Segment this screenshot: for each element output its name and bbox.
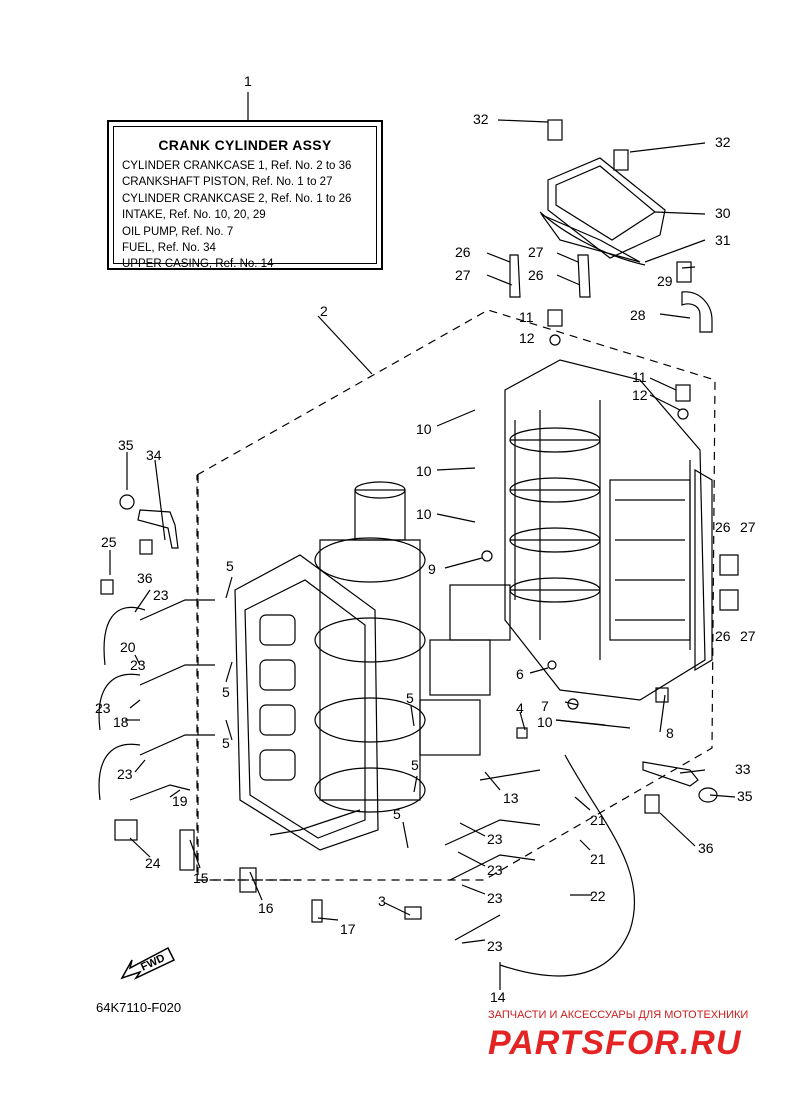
callout-24: 24 xyxy=(145,855,161,871)
callout-34: 34 xyxy=(146,447,162,463)
callout-33: 33 xyxy=(735,761,751,777)
callout-23c: 23 xyxy=(117,766,133,782)
hoses-right xyxy=(444,754,636,977)
assembly-ref-list: CYLINDER CRANKCASE 1, Ref. No. 2 to 36 C… xyxy=(122,158,351,273)
callout-7: 7 xyxy=(541,698,549,714)
callout-23e: 23 xyxy=(487,862,503,878)
callout-10c: 10 xyxy=(416,506,432,522)
callout-1: 1 xyxy=(244,73,252,89)
callout-26c: 26 xyxy=(715,519,731,535)
left-crankcase xyxy=(234,554,379,851)
callout-17: 17 xyxy=(340,921,356,937)
hoses-left xyxy=(98,599,215,801)
callout-26a: 26 xyxy=(455,244,471,260)
callout-5e: 5 xyxy=(411,757,419,773)
assembly-ref-line: UPPER CASING, Ref. No. 14 xyxy=(122,258,274,271)
assembly-ref-line: FUEL, Ref. No. 34 xyxy=(122,242,216,255)
callout-20: 20 xyxy=(120,639,136,655)
callout-16: 16 xyxy=(258,900,274,916)
callout-23h: 23 xyxy=(130,657,146,673)
callout-5b: 5 xyxy=(222,684,230,700)
callout-28: 28 xyxy=(630,307,646,323)
callout-21b: 21 xyxy=(590,851,606,867)
callout-27c: 27 xyxy=(740,519,756,535)
callout-32a: 32 xyxy=(473,111,489,127)
callout-10b: 10 xyxy=(416,463,432,479)
callout-10d: 10 xyxy=(537,714,553,730)
assembly-title-box: CRANK CYLINDER ASSY CYLINDER CRANKCASE 1… xyxy=(107,120,383,270)
crankshaft-assembly xyxy=(314,481,511,813)
fwd-arrow-icon: FWD xyxy=(120,946,176,980)
callout-12b: 12 xyxy=(632,387,648,403)
assembly-title-inner: CRANK CYLINDER ASSY CYLINDER CRANKCASE 1… xyxy=(113,126,377,270)
callout-21a: 21 xyxy=(590,812,606,828)
callout-22: 22 xyxy=(590,888,606,904)
callout-25: 25 xyxy=(101,534,117,550)
callout-35b: 35 xyxy=(737,788,753,804)
callout-31: 31 xyxy=(715,232,731,248)
callout-8: 8 xyxy=(666,725,674,741)
callout-23b: 23 xyxy=(95,700,111,716)
assembly-ref-line: OIL PUMP, Ref. No. 7 xyxy=(122,225,234,238)
assembly-title: CRANK CYLINDER ASSY xyxy=(158,137,332,153)
callout-26d: 26 xyxy=(715,628,731,644)
callout-5f: 5 xyxy=(393,806,401,822)
figure-code: 64K7110-F020 xyxy=(96,1000,182,1015)
callout-2: 2 xyxy=(320,303,328,319)
callout-27d: 27 xyxy=(740,628,756,644)
assembly-ref-line: INTAKE, Ref. No. 10, 20, 29 xyxy=(122,209,266,222)
callout-19: 19 xyxy=(172,793,188,809)
callout-5a: 5 xyxy=(226,558,234,574)
assembly-ref-line: CRANKSHAFT PISTON, Ref. No. 1 to 27 xyxy=(122,176,333,189)
callout-32b: 32 xyxy=(715,134,731,150)
callout-36b: 36 xyxy=(698,840,714,856)
callout-23d: 23 xyxy=(487,831,503,847)
callout-35a: 35 xyxy=(118,437,134,453)
callout-15: 15 xyxy=(193,870,209,886)
callout-13: 13 xyxy=(503,790,519,806)
callout-3: 3 xyxy=(378,893,386,909)
callout-14: 14 xyxy=(490,989,506,1005)
callout-4: 4 xyxy=(516,700,524,716)
callout-12a: 12 xyxy=(519,330,535,346)
callout-29: 29 xyxy=(657,273,673,289)
callout-labels: 1 2 3 4 5 5 5 5 5 5 6 7 8 9 10 10 10 10 … xyxy=(95,73,756,1005)
callout-18: 18 xyxy=(113,714,129,730)
callout-9: 9 xyxy=(428,561,436,577)
callout-23a: 23 xyxy=(153,587,169,603)
callout-10a: 10 xyxy=(416,421,432,437)
callout-6: 6 xyxy=(516,666,524,682)
cover-and-gasket xyxy=(539,157,666,266)
callout-30: 30 xyxy=(715,205,731,221)
small-parts xyxy=(100,119,739,923)
callout-36a: 36 xyxy=(137,570,153,586)
callout-11b: 11 xyxy=(632,369,647,385)
watermark-logo: PARTSFOR.RU xyxy=(488,1024,742,1062)
callout-5c: 5 xyxy=(222,735,230,751)
callout-23g: 23 xyxy=(487,938,503,954)
callout-5d: 5 xyxy=(406,690,414,706)
callout-23f: 23 xyxy=(487,890,503,906)
assembly-ref-line: CYLINDER CRANKCASE 1, Ref. No. 2 to 36 xyxy=(122,160,352,172)
leader-lines xyxy=(109,119,736,990)
callout-27a: 27 xyxy=(455,267,471,283)
crankcase-block xyxy=(504,359,713,701)
assembly-ref-line: CYLINDER CRANKCASE 2, Ref. No. 1 to 26 xyxy=(122,192,352,205)
diagram-artwork xyxy=(98,92,739,990)
callout-11a: 11 xyxy=(519,309,534,325)
callout-26b: 26 xyxy=(528,267,544,283)
watermark-text: ЗАПЧАСТИ И АКСЕССУАРЫ ДЛЯ МОТОТЕХНИКИ xyxy=(488,1009,749,1021)
callout-27b: 27 xyxy=(528,244,544,260)
